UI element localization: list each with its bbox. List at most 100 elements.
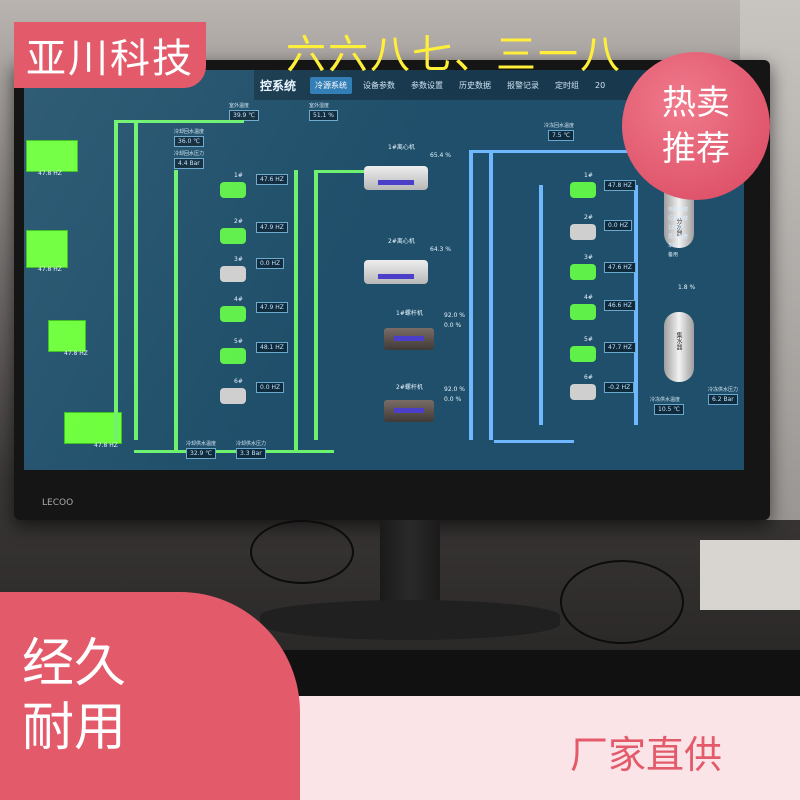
legend-item: 车间 <box>667 243 678 249</box>
pink-blob <box>0 592 300 800</box>
chilled-pump-6[interactable] <box>570 384 596 400</box>
chilled-pump-2-name: 2# <box>584 214 593 221</box>
cooling-tower-2[interactable] <box>26 230 68 268</box>
durable-text: 经久 耐用 <box>22 632 126 760</box>
chilled-pump-6-freq: -0.2 HZ <box>604 382 635 393</box>
cooling-pump-6[interactable] <box>220 388 246 404</box>
cable <box>560 560 684 644</box>
chilled-pump-3[interactable] <box>570 264 596 280</box>
screw-1-name: 1#螺杆机 <box>396 310 423 317</box>
chilled-pump-5-name: 5# <box>584 336 593 343</box>
chw-return-temp-value: 7.5 ℃ <box>548 130 575 141</box>
chilled-pump-3-name: 3# <box>584 254 593 261</box>
chiller-1-load: 65.4 % <box>430 152 451 159</box>
cw-return-press-label: 冷却回水压力 <box>174 151 205 157</box>
device-box <box>700 540 800 610</box>
distributor-label: 分水器 <box>675 218 682 236</box>
screw-2-name: 2#螺杆机 <box>396 384 423 391</box>
monitor-logo: LECOO <box>42 498 74 508</box>
legend-item: 市政用楼 <box>667 207 688 213</box>
durable-line-2: 耐用 <box>22 698 127 758</box>
cooling-pump-5-freq: 48.1 HZ <box>256 342 288 353</box>
cw-supply-press-value: 3.3 Bar <box>236 448 266 459</box>
cw-return-press-value: 4.4 Bar <box>174 158 204 169</box>
bypass-percent: 1.8 % <box>678 284 696 291</box>
cw-return-temp-value: 36.0 ℃ <box>174 136 205 147</box>
monitor-base <box>260 600 560 640</box>
chiller-1-name: 1#离心机 <box>388 144 415 151</box>
screw-chiller-2[interactable] <box>384 400 434 422</box>
screw-1-load2: 0.0 % <box>444 322 462 329</box>
chilled-pump-3-freq: 47.6 HZ <box>604 262 636 273</box>
factory-direct-text: 厂家直供 <box>570 733 723 777</box>
cw-supply-temp-label: 冷却供水温度 <box>186 441 217 447</box>
centrifugal-chiller-2[interactable] <box>364 260 428 284</box>
cooling-pump-5[interactable] <box>220 348 246 364</box>
outdoor-temp-value: 39.9 ℃ <box>229 110 260 121</box>
screw-1-load: 92.0 % <box>444 312 465 319</box>
cw-return-temp-label: 冷却回水温度 <box>174 129 205 135</box>
cw-supply-temp-value: 32.9 ℃ <box>186 448 217 459</box>
centrifugal-chiller-1[interactable] <box>364 166 428 190</box>
chw-supply-temp-label: 冷冻供水温度 <box>650 397 681 403</box>
chilled-pump-2-freq: 0.0 HZ <box>604 220 633 231</box>
cooling-pump-2-name: 2# <box>234 218 243 225</box>
cooling-pump-4[interactable] <box>220 306 246 322</box>
cooling-pump-4-name: 4# <box>234 296 243 303</box>
hot-sale-badge: 热卖 推荐 <box>622 52 770 200</box>
cooling-pump-1[interactable] <box>220 182 246 198</box>
cooling-tower-3[interactable] <box>48 320 86 352</box>
cooling-pump-1-name: 1# <box>234 172 243 179</box>
legend-item: 12#楼 <box>667 225 684 231</box>
chw-supply-temp-value: 10.5 ℃ <box>654 404 685 415</box>
chiller-2-name: 2#离心机 <box>388 238 415 245</box>
cooling-pump-2-freq: 47.9 HZ <box>256 222 288 233</box>
brand-banner: 亚川科技 <box>14 22 206 88</box>
cooling-pump-6-freq: 0.0 HZ <box>256 382 285 393</box>
cooling-tower-4[interactable] <box>64 412 122 444</box>
building-legend: 市政用楼 行政办楼 12#楼 员工宿舍 车间 备用 <box>668 206 688 260</box>
outdoor-humidity-label: 室外湿度 <box>309 103 330 109</box>
top-slogan: 六六八七、三一八 <box>286 32 622 78</box>
cooling-pump-6-name: 6# <box>234 378 243 385</box>
chilled-pump-4-freq: 46.6 HZ <box>604 300 636 311</box>
chw-return-temp-label: 冷冻回水温度 <box>544 123 575 129</box>
cooling-pump-4-freq: 47.9 HZ <box>256 302 288 313</box>
screw-2-load: 92.0 % <box>444 386 465 393</box>
chilled-pump-1[interactable] <box>570 182 596 198</box>
cooling-pump-3-freq: 0.0 HZ <box>256 258 285 269</box>
cooling-pump-1-freq: 47.6 HZ <box>256 174 288 185</box>
durable-line-1: 经久 <box>22 634 127 694</box>
collector-label: 集水器 <box>675 332 682 350</box>
chw-supply-press-value: 6.2 Bar <box>708 394 738 405</box>
chiller-2-load: 64.3 % <box>430 246 451 253</box>
chilled-pump-4-name: 4# <box>584 294 593 301</box>
hot-line-2: 推荐 <box>662 129 730 169</box>
chilled-pump-5-freq: 47.7 HZ <box>604 342 636 353</box>
chilled-pump-1-freq: 47.8 HZ <box>604 180 636 191</box>
legend-item: 备用 <box>667 252 678 258</box>
screw-chiller-1[interactable] <box>384 328 434 350</box>
chilled-pump-4[interactable] <box>570 304 596 320</box>
legend-item: 员工宿舍 <box>667 234 688 240</box>
screw-2-load2: 0.0 % <box>444 396 462 403</box>
legend-item: 行政办楼 <box>667 216 688 222</box>
tower-3-freq: 47.8 HZ <box>64 350 88 357</box>
hot-line-1: 热卖 <box>662 83 730 123</box>
water-collector-tank[interactable] <box>664 312 694 382</box>
cable <box>250 520 354 584</box>
chilled-pump-1-name: 1# <box>584 172 593 179</box>
tower-4-freq: 47.8 HZ <box>94 442 118 449</box>
chw-supply-press-label: 冷冻供水压力 <box>708 387 739 393</box>
cw-supply-press-label: 冷却供水压力 <box>236 441 267 447</box>
cooling-pump-3[interactable] <box>220 266 246 282</box>
chilled-pump-5[interactable] <box>570 346 596 362</box>
outdoor-temp-label: 室外温度 <box>229 103 250 109</box>
cooling-pump-2[interactable] <box>220 228 246 244</box>
tower-1-freq: 47.8 HZ <box>38 170 62 177</box>
cooling-tower-1[interactable] <box>26 140 78 172</box>
cooling-pump-3-name: 3# <box>234 256 243 263</box>
outdoor-humidity-value: 51.1 % <box>309 110 338 121</box>
chilled-pump-2[interactable] <box>570 224 596 240</box>
cooling-pump-5-name: 5# <box>234 338 243 345</box>
